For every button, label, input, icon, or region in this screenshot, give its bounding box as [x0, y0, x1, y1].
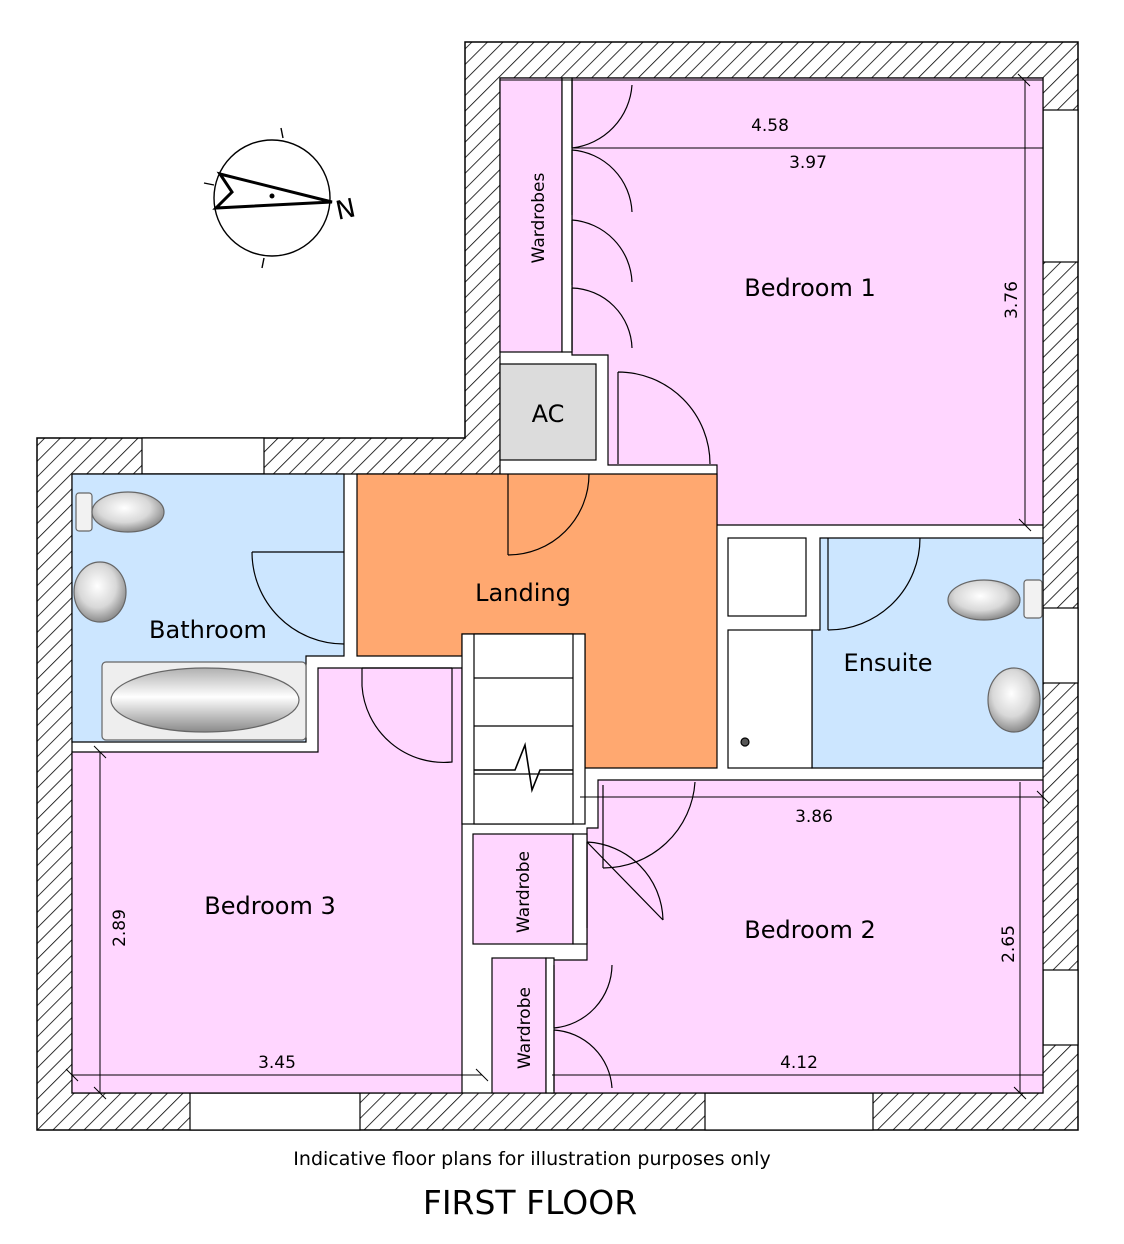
room-floors — [71, 77, 1044, 1094]
ac-label: AC — [532, 400, 565, 428]
wardrobe-a-floor — [472, 833, 574, 945]
dim-bedroom1-outer-width: 4.58 — [751, 116, 789, 136]
basin-icon — [73, 561, 127, 623]
bedroom-3-label: Bedroom 3 — [204, 892, 335, 920]
wardrobe-a-label: Wardrobe — [514, 851, 534, 933]
shower-tray — [727, 629, 813, 769]
dim-bedroom3-depth: 2.89 — [110, 909, 130, 947]
compass: N — [203, 127, 358, 269]
wardrobe-b-floor — [491, 957, 547, 1094]
dim-bedroom3-width: 3.45 — [258, 1053, 296, 1073]
toilet-icon — [75, 492, 93, 532]
sanitary-fixtures — [73, 491, 1043, 741]
bedroom-1-label: Bedroom 1 — [744, 274, 875, 302]
staircase — [461, 633, 586, 825]
dim-bedroom1-depth: 3.76 — [1002, 281, 1022, 319]
ensuite-fittings — [727, 537, 813, 769]
wardrobe-partitions — [545, 77, 588, 1094]
compass-north-letter: N — [333, 193, 358, 226]
wardrobe-b-label: Wardrobe — [515, 987, 535, 1069]
dim-bedroom2-bottom-width: 4.12 — [780, 1053, 818, 1073]
dimension-labels: 4.58 3.97 3.76 3.86 4.12 2.65 3.45 2.89 — [110, 116, 1022, 1073]
dim-bedroom2-top-width: 3.86 — [795, 807, 833, 827]
bedroom-2-label: Bedroom 2 — [744, 916, 875, 944]
disclaimer-text: Indicative floor plans for illustration … — [293, 1148, 771, 1170]
ensuite-basin-icon — [987, 667, 1041, 733]
landing-label: Landing — [475, 579, 571, 607]
bathroom-label: Bathroom — [149, 616, 267, 644]
dim-bedroom1-inner-width: 3.97 — [789, 153, 827, 173]
ensuite-toilet-icon — [1023, 579, 1043, 619]
room-labels: Bedroom 1 Bedroom 2 Bedroom 3 Bathroom L… — [149, 172, 932, 1068]
dim-bedroom2-depth: 2.65 — [999, 925, 1019, 963]
door-swings — [251, 80, 921, 1091]
floor-title: FIRST FLOOR — [422, 1183, 638, 1222]
ensuite-label: Ensuite — [844, 649, 933, 677]
ac-floor — [499, 363, 597, 461]
compass-needle-icon — [212, 171, 333, 210]
toilet-bowl-icon — [91, 491, 165, 533]
wardrobes-label: Wardrobes — [529, 172, 549, 263]
wardrobes-floor — [499, 77, 563, 353]
windows — [141, 109, 1079, 1131]
ensuite-toilet-bowl-icon — [947, 579, 1021, 621]
dimension-lines — [65, 73, 1050, 1100]
compass-ring-icon — [213, 139, 331, 257]
